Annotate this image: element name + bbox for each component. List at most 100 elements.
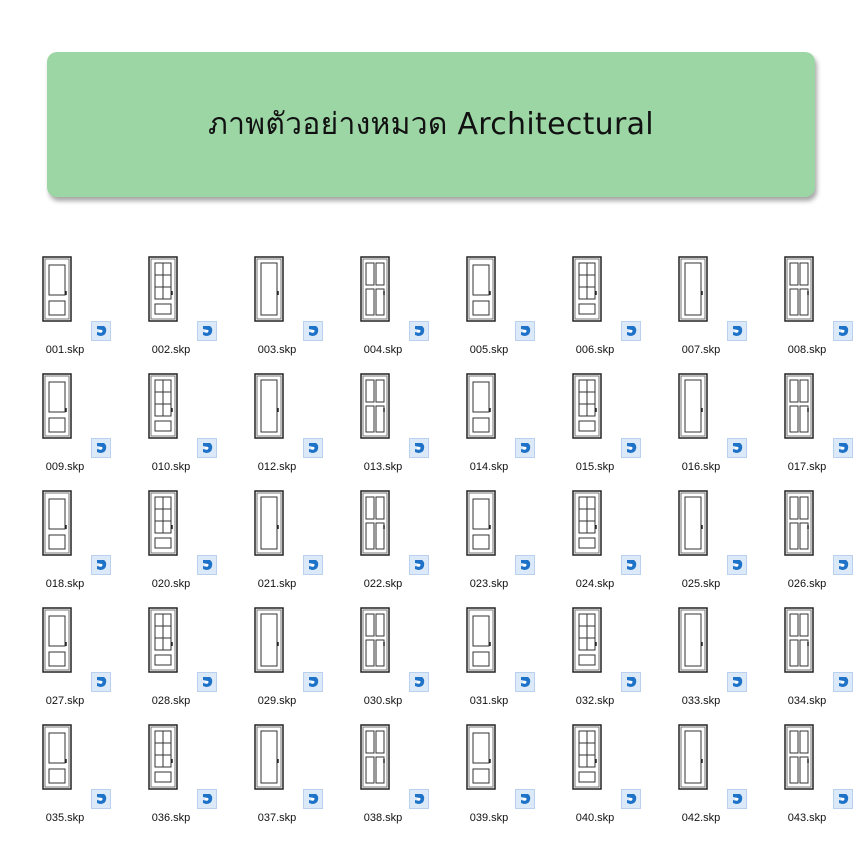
file-item[interactable]: 008.skp bbox=[754, 245, 860, 362]
file-item[interactable]: 033.skp bbox=[648, 596, 754, 713]
file-name: 023.skp bbox=[469, 578, 509, 590]
door-thumbnail bbox=[668, 247, 718, 333]
file-item[interactable]: 032.skp bbox=[542, 596, 648, 713]
file-name: 016.skp bbox=[681, 461, 721, 473]
file-name: 030.skp bbox=[363, 695, 403, 707]
file-item[interactable]: 024.skp bbox=[542, 479, 648, 596]
door-thumbnail bbox=[668, 715, 718, 801]
file-item[interactable]: 021.skp bbox=[224, 479, 330, 596]
file-item[interactable]: 001.skp bbox=[12, 245, 118, 362]
file-item[interactable]: 028.skp bbox=[118, 596, 224, 713]
file-item[interactable]: 039.skp bbox=[436, 713, 542, 830]
file-name: 021.skp bbox=[257, 578, 297, 590]
file-name: 004.skp bbox=[363, 344, 403, 356]
file-item[interactable]: 031.skp bbox=[436, 596, 542, 713]
file-name: 006.skp bbox=[575, 344, 615, 356]
door-thumbnail bbox=[138, 247, 188, 333]
door-thumbnail bbox=[32, 715, 82, 801]
file-item[interactable]: 027.skp bbox=[12, 596, 118, 713]
sketchup-file-icon bbox=[91, 555, 111, 575]
file-item[interactable]: 009.skp bbox=[12, 362, 118, 479]
file-name: 017.skp bbox=[787, 461, 827, 473]
sketchup-file-icon bbox=[409, 438, 429, 458]
file-item[interactable]: 043.skp bbox=[754, 713, 860, 830]
file-item[interactable]: 007.skp bbox=[648, 245, 754, 362]
file-item[interactable]: 004.skp bbox=[330, 245, 436, 362]
sketchup-file-icon bbox=[91, 321, 111, 341]
sketchup-file-icon bbox=[727, 672, 747, 692]
file-item[interactable]: 010.skp bbox=[118, 362, 224, 479]
door-thumbnail bbox=[138, 364, 188, 450]
file-item[interactable]: 006.skp bbox=[542, 245, 648, 362]
door-thumbnail bbox=[350, 364, 400, 450]
file-item[interactable]: 037.skp bbox=[224, 713, 330, 830]
file-item[interactable]: 013.skp bbox=[330, 362, 436, 479]
file-item[interactable]: 035.skp bbox=[12, 713, 118, 830]
file-item[interactable]: 016.skp bbox=[648, 362, 754, 479]
file-item[interactable]: 038.skp bbox=[330, 713, 436, 830]
file-item[interactable]: 014.skp bbox=[436, 362, 542, 479]
file-name: 012.skp bbox=[257, 461, 297, 473]
door-thumbnail bbox=[350, 715, 400, 801]
file-name: 001.skp bbox=[45, 344, 85, 356]
door-thumbnail bbox=[350, 481, 400, 567]
file-item[interactable]: 020.skp bbox=[118, 479, 224, 596]
sketchup-file-icon bbox=[621, 789, 641, 809]
door-thumbnail bbox=[668, 364, 718, 450]
file-item[interactable]: 012.skp bbox=[224, 362, 330, 479]
file-item[interactable]: 040.skp bbox=[542, 713, 648, 830]
sketchup-file-icon bbox=[621, 321, 641, 341]
door-thumbnail bbox=[32, 364, 82, 450]
file-name: 005.skp bbox=[469, 344, 509, 356]
door-thumbnail bbox=[456, 364, 506, 450]
file-name: 018.skp bbox=[45, 578, 85, 590]
file-item[interactable]: 023.skp bbox=[436, 479, 542, 596]
sketchup-file-icon bbox=[303, 672, 323, 692]
file-item[interactable]: 022.skp bbox=[330, 479, 436, 596]
sketchup-file-icon bbox=[515, 438, 535, 458]
file-item[interactable]: 015.skp bbox=[542, 362, 648, 479]
door-thumbnail bbox=[32, 247, 82, 333]
door-thumbnail bbox=[138, 715, 188, 801]
sketchup-file-icon bbox=[303, 321, 323, 341]
file-item[interactable]: 017.skp bbox=[754, 362, 860, 479]
sketchup-file-icon bbox=[621, 672, 641, 692]
file-name: 039.skp bbox=[469, 812, 509, 824]
file-name: 022.skp bbox=[363, 578, 403, 590]
file-name: 032.skp bbox=[575, 695, 615, 707]
file-name: 014.skp bbox=[469, 461, 509, 473]
door-thumbnail bbox=[350, 598, 400, 684]
file-name: 027.skp bbox=[45, 695, 85, 707]
file-item[interactable]: 005.skp bbox=[436, 245, 542, 362]
file-item[interactable]: 003.skp bbox=[224, 245, 330, 362]
file-name: 003.skp bbox=[257, 344, 297, 356]
file-item[interactable]: 002.skp bbox=[118, 245, 224, 362]
door-thumbnail bbox=[774, 481, 824, 567]
file-name: 010.skp bbox=[151, 461, 191, 473]
sketchup-file-icon bbox=[197, 789, 217, 809]
file-item[interactable]: 029.skp bbox=[224, 596, 330, 713]
door-thumbnail bbox=[774, 598, 824, 684]
file-item[interactable]: 025.skp bbox=[648, 479, 754, 596]
file-name: 029.skp bbox=[257, 695, 297, 707]
door-thumbnail bbox=[456, 715, 506, 801]
file-item[interactable]: 018.skp bbox=[12, 479, 118, 596]
file-name: 020.skp bbox=[151, 578, 191, 590]
door-thumbnail bbox=[456, 481, 506, 567]
file-item[interactable]: 034.skp bbox=[754, 596, 860, 713]
file-item[interactable]: 030.skp bbox=[330, 596, 436, 713]
file-name: 043.skp bbox=[787, 812, 827, 824]
file-item[interactable]: 026.skp bbox=[754, 479, 860, 596]
sketchup-file-icon bbox=[621, 438, 641, 458]
door-thumbnail bbox=[774, 364, 824, 450]
sketchup-file-icon bbox=[91, 789, 111, 809]
file-item[interactable]: 036.skp bbox=[118, 713, 224, 830]
file-name: 038.skp bbox=[363, 812, 403, 824]
sketchup-file-icon bbox=[303, 789, 323, 809]
sketchup-file-icon bbox=[409, 672, 429, 692]
banner-title: ภาพตัวอย่างหมวด Architectural bbox=[208, 107, 654, 142]
file-name: 031.skp bbox=[469, 695, 509, 707]
file-item[interactable]: 042.skp bbox=[648, 713, 754, 830]
sketchup-file-icon bbox=[833, 672, 853, 692]
file-name: 035.skp bbox=[45, 812, 85, 824]
